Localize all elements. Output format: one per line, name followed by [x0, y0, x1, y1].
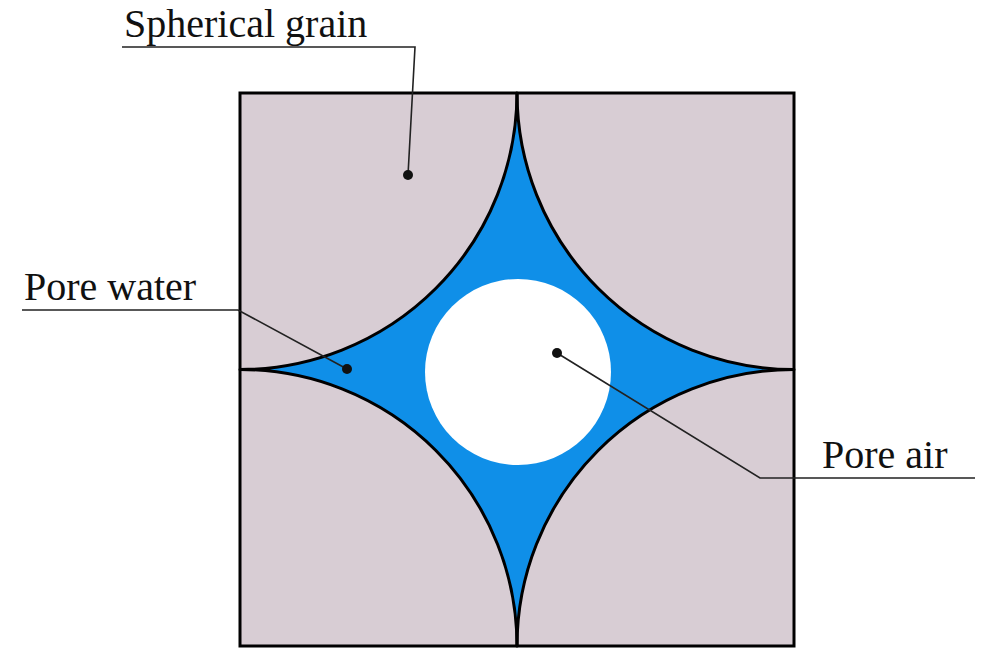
leader-dot [403, 170, 413, 180]
leader-line [22, 310, 347, 369]
pore-water-region [240, 93, 794, 646]
leader-dot [552, 348, 562, 358]
leader-line [557, 353, 975, 478]
pore-air-bubble [425, 279, 611, 465]
cell-border [240, 93, 794, 646]
part-label: Pore air [822, 431, 948, 479]
part-label: Spherical grain [124, 0, 367, 48]
part-label: Pore water [24, 263, 196, 311]
leader-dot [342, 364, 352, 374]
grain-ground [240, 93, 794, 646]
leader-line [122, 47, 415, 175]
